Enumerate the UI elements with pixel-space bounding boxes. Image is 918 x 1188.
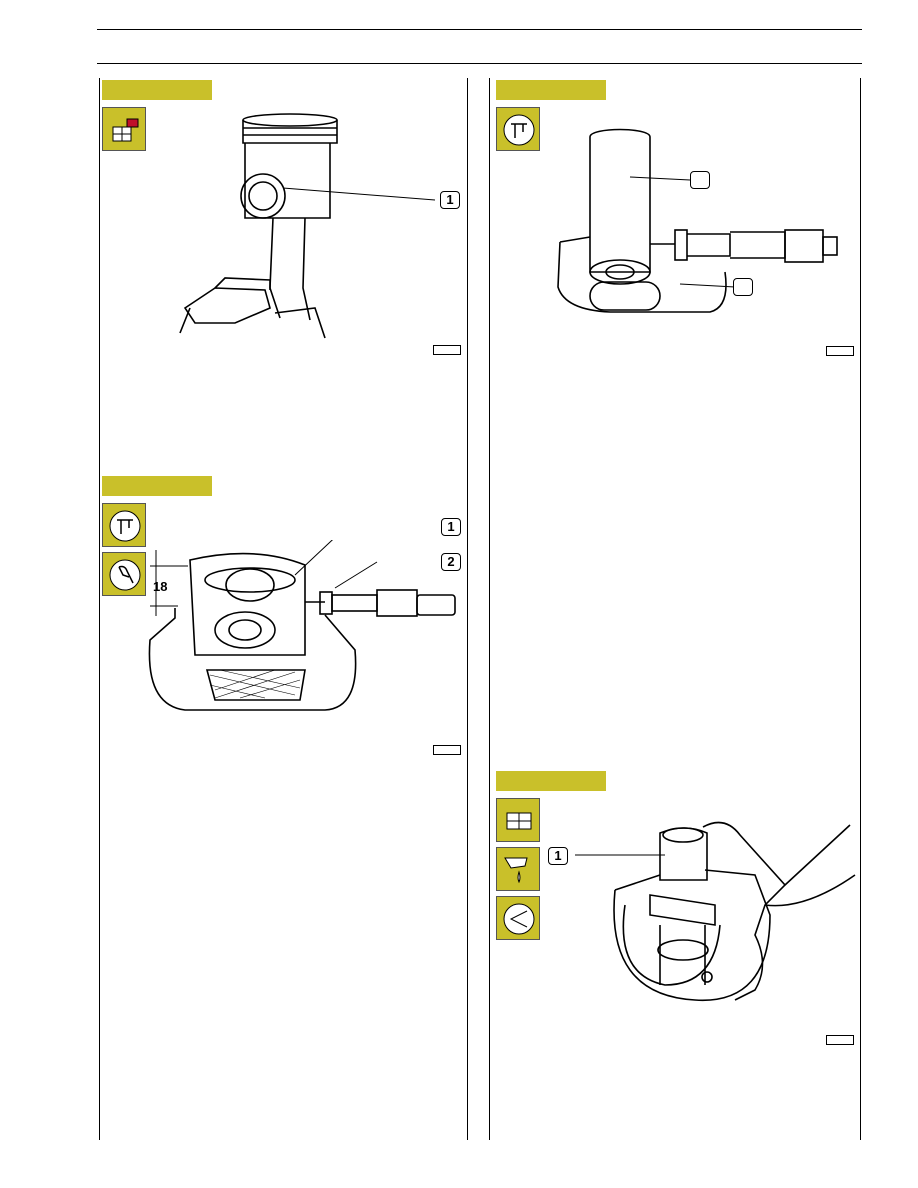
oil-lubricate-icon xyxy=(496,847,540,891)
caliper-measure-icon xyxy=(102,503,146,547)
caliper-measure-icon xyxy=(496,107,540,151)
callout-1: 1 xyxy=(440,191,460,209)
center-divider-left xyxy=(467,78,468,1140)
assembly-icon xyxy=(496,798,540,842)
callout-2: 2 xyxy=(441,553,461,571)
right-column-rule xyxy=(860,78,861,1140)
section-tab-mid-left xyxy=(102,476,212,496)
section-tab-bottom-right xyxy=(496,771,606,791)
dimension-label: 18 xyxy=(153,579,168,594)
pin-insertion-illustration xyxy=(575,821,856,1002)
replace-part-icon xyxy=(102,107,146,151)
figure-ref-box xyxy=(826,346,854,356)
center-divider-right xyxy=(489,78,490,1140)
dimension-arrows xyxy=(150,550,188,616)
header-rule-top xyxy=(97,29,862,30)
section-tab-top-right xyxy=(496,80,606,100)
callout-1: 1 xyxy=(548,847,568,865)
piston-micrometer-illustration xyxy=(148,540,456,711)
pin-micrometer-illustration xyxy=(557,128,838,313)
section-tab-top-left xyxy=(102,80,212,100)
visual-inspect-icon xyxy=(496,896,540,940)
figure-ref-box xyxy=(433,345,461,355)
wrench-tool-icon xyxy=(102,552,146,596)
figure-ref-box xyxy=(433,745,461,755)
callout-upper xyxy=(690,171,710,189)
callout-1: 1 xyxy=(441,518,461,536)
left-column-rule xyxy=(99,78,100,1140)
piston-conrod-illustration xyxy=(179,113,436,339)
callout-lower xyxy=(733,278,753,296)
figure-ref-box xyxy=(826,1035,854,1045)
header-rule-bottom xyxy=(97,63,862,64)
